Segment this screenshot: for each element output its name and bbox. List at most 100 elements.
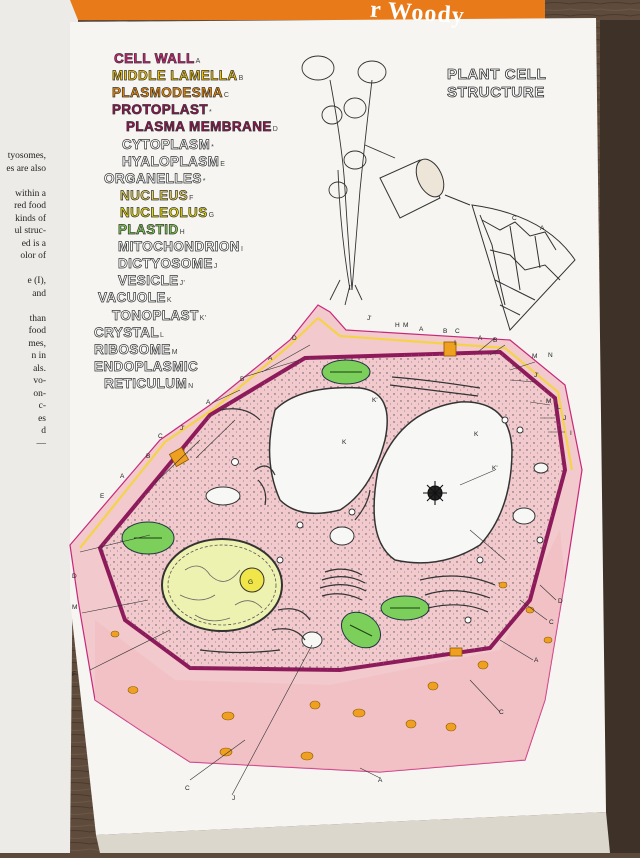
svg-text:J: J xyxy=(563,415,566,422)
label-crystal: CRYSTALL xyxy=(94,324,165,340)
label-hyaloplasm: HYALOPLASME xyxy=(122,154,226,168)
svg-text:C: C xyxy=(455,328,460,335)
label-plasma-membrane: PLASMA MEMBRANED xyxy=(126,120,278,134)
left-page-line: es are also xyxy=(6,163,46,174)
label-suffix: J xyxy=(213,263,218,271)
svg-text:L: L xyxy=(557,404,561,411)
plant-sketch xyxy=(301,55,396,306)
label-protoplast: PROTOPLAST* xyxy=(112,103,212,117)
left-page-line xyxy=(0,175,46,188)
label-suffix: M xyxy=(171,348,178,356)
crystal xyxy=(423,481,447,505)
svg-text:M: M xyxy=(546,398,551,405)
left-page-line: within a xyxy=(15,188,46,199)
label-suffix: F xyxy=(189,194,194,202)
svg-text:A: A xyxy=(378,777,383,784)
svg-text:B: B xyxy=(443,328,447,335)
svg-text:J': J' xyxy=(180,425,185,432)
label-nucleus: NUCLEUSF xyxy=(120,187,194,203)
label-text: PLASMA MEMBRANE xyxy=(126,119,272,135)
label-suffix: B xyxy=(238,75,244,83)
svg-text:K: K xyxy=(342,439,347,446)
label-ribosome: RIBOSOMEM xyxy=(94,342,178,356)
title-line-2: STRUCTURE xyxy=(447,84,545,102)
vesicles xyxy=(231,416,544,624)
plasmodesmata xyxy=(168,341,463,657)
svg-text:D: D xyxy=(558,598,563,605)
label-suffix: L xyxy=(160,331,165,339)
label-suffix: J' xyxy=(179,280,186,288)
svg-text:B: B xyxy=(493,337,497,344)
label-suffix: * xyxy=(211,143,215,151)
left-page-line: es xyxy=(38,413,46,424)
label-text: CELL WALL xyxy=(114,51,195,66)
left-page-line: food xyxy=(28,326,46,336)
svg-text:C: C xyxy=(185,785,190,792)
left-page-line: ul struc- xyxy=(14,226,46,236)
label-text: MITOCHONDRION xyxy=(118,239,240,255)
wall-pits xyxy=(110,581,553,761)
svg-text:M: M xyxy=(403,322,408,329)
svg-text:D: D xyxy=(292,335,297,342)
svg-text:K: K xyxy=(474,431,479,438)
label-suffix: * xyxy=(209,109,213,117)
svg-text:J: J xyxy=(232,795,235,802)
label-organelles: ORGANELLES* xyxy=(104,171,206,185)
vacuole-right xyxy=(373,401,513,564)
label-reticulum: RETICULUMN xyxy=(104,376,194,390)
label-text: PLASMODESMA xyxy=(112,85,223,101)
label-text: CYTOPLASM xyxy=(122,136,211,152)
label-dictyosome: DICTYOSOMEJ xyxy=(118,257,218,271)
left-page xyxy=(0,0,78,853)
left-page-line: als. xyxy=(33,363,46,374)
svg-text:D: D xyxy=(72,573,77,580)
label-suffix: D xyxy=(272,126,279,134)
label-text: PLASTID xyxy=(118,222,179,237)
left-page-line: on- xyxy=(33,388,46,399)
svg-text:A: A xyxy=(120,473,125,480)
left-page-line: mes, xyxy=(28,338,46,349)
svg-text:A: A xyxy=(534,657,539,664)
label-suffix: K xyxy=(166,297,172,305)
svg-text:J': J' xyxy=(534,372,539,379)
left-page-line: ed is a xyxy=(21,238,46,249)
stem-section-sketch xyxy=(379,158,471,219)
left-page-line: n in xyxy=(31,351,46,361)
label-suffix: * xyxy=(202,177,206,185)
label-suffix: E xyxy=(220,160,226,168)
label-mitochondrion: MITOCHONDRIONI xyxy=(118,239,244,255)
plastids xyxy=(121,359,430,649)
plant-cell-diagram: G xyxy=(69,215,583,802)
label-suffix: A xyxy=(195,58,201,65)
page-edges xyxy=(600,20,640,853)
label-text: NUCLEUS xyxy=(120,187,189,203)
label-text: VESICLE xyxy=(118,273,179,289)
label-suffix: I xyxy=(240,246,244,254)
svg-text:A: A xyxy=(540,225,545,232)
svg-text:C: C xyxy=(499,709,504,716)
title-line-1: PLANT CELL xyxy=(447,66,547,84)
svg-text:E: E xyxy=(100,493,105,500)
label-text: MIDDLE LAMELLA xyxy=(112,68,238,84)
svg-text:K': K' xyxy=(492,465,498,472)
tissue-wedge-sketch xyxy=(471,204,576,331)
svg-text:B: B xyxy=(240,376,244,383)
label-endoplasmic: ENDOPLASMIC xyxy=(94,359,198,373)
label-text: NUCLEOLUS xyxy=(120,204,208,220)
svg-text:A: A xyxy=(419,326,424,333)
left-page-line: olor of xyxy=(20,251,46,261)
label-text: CRYSTAL xyxy=(94,324,160,340)
svg-text:G: G xyxy=(248,579,253,586)
book-cover xyxy=(60,0,545,20)
svg-text:K': K' xyxy=(372,397,378,404)
label-tonoplast: TONOPLASTK' xyxy=(112,308,206,322)
left-page-line: vo- xyxy=(33,376,46,386)
endoplasmic-reticulum xyxy=(199,376,496,654)
label-text: DICTYOSOME xyxy=(118,256,213,272)
svg-text:B: B xyxy=(146,453,150,460)
left-page-line: d xyxy=(41,426,46,436)
svg-text:A: A xyxy=(206,399,211,406)
label-text: PROTOPLAST xyxy=(112,102,209,118)
svg-text:N: N xyxy=(548,352,553,359)
